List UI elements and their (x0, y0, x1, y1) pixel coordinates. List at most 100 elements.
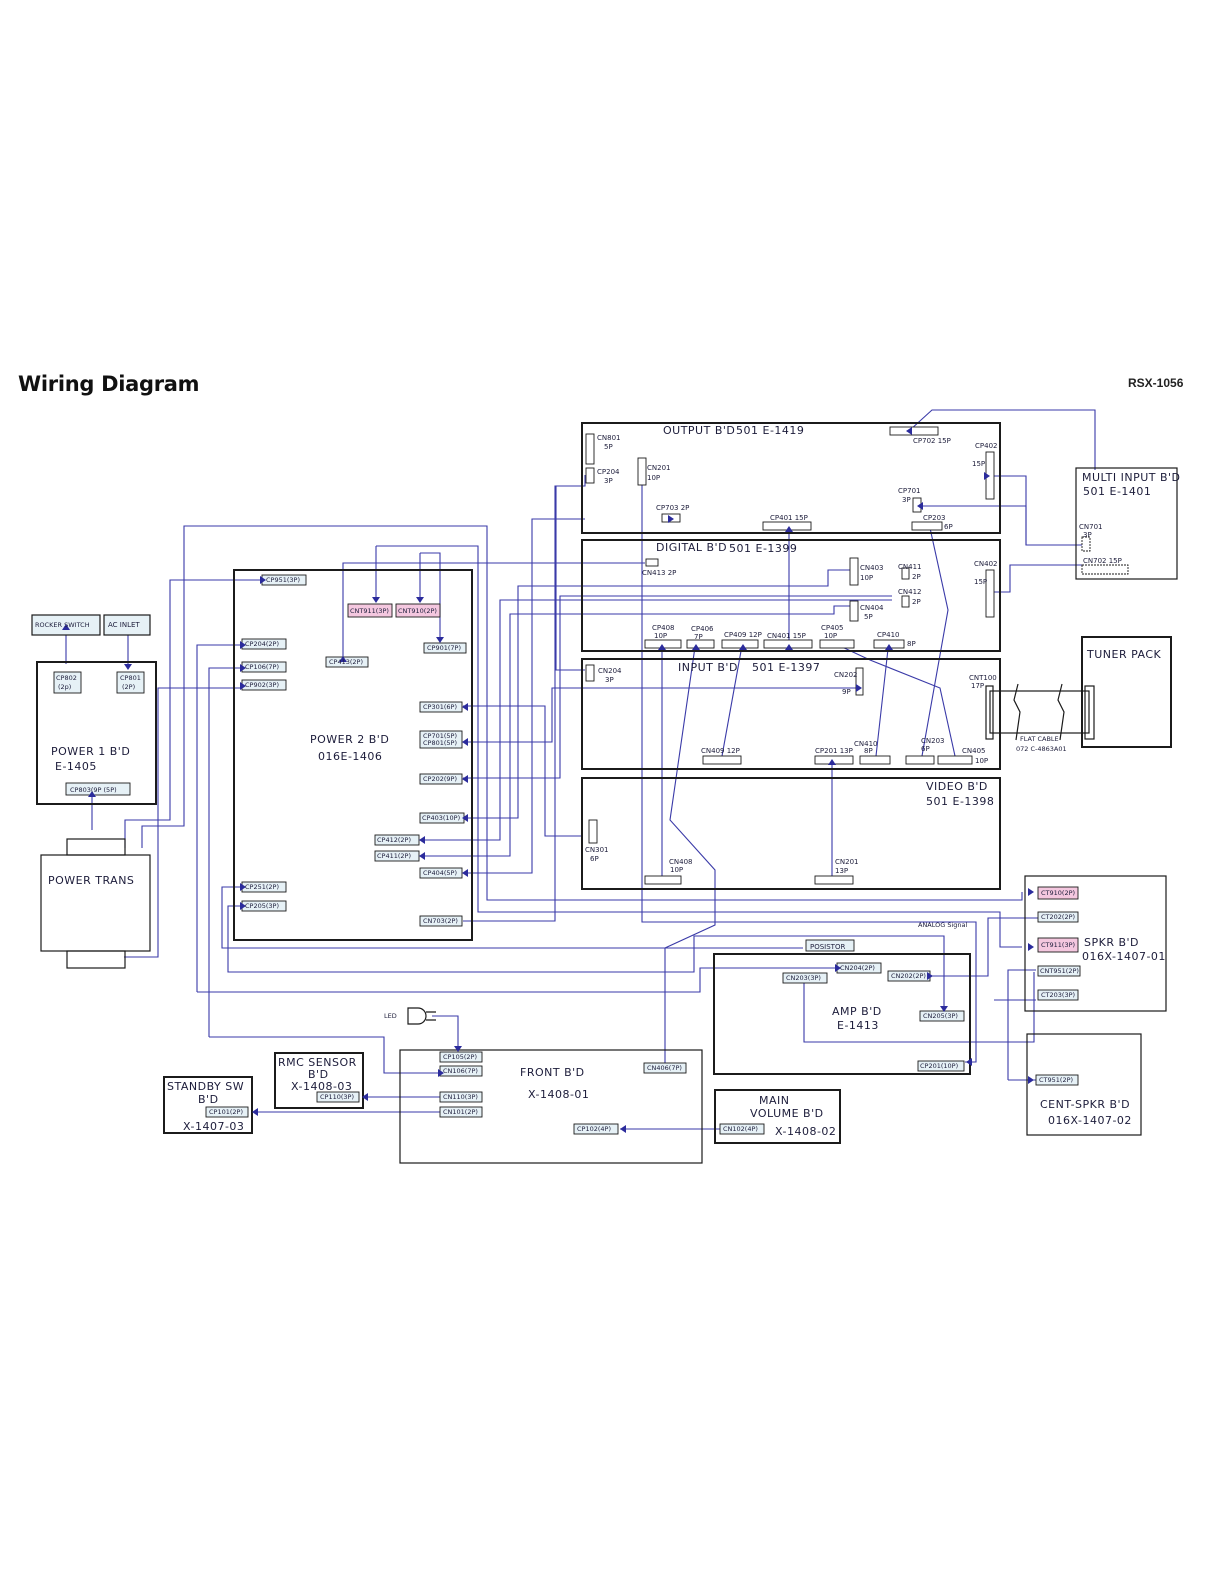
connector (573, 1123, 619, 1135)
connector-label: 2P (912, 598, 921, 606)
connector-label: 10P (654, 632, 667, 640)
connector (1037, 965, 1081, 977)
connector-label: CP204 (597, 468, 620, 476)
connector-label: CNT911(3P) (350, 607, 389, 615)
connector (316, 1091, 360, 1103)
connector (1037, 911, 1079, 923)
connector-label: 10P (670, 866, 683, 874)
connector-label: CP106(7P) (245, 663, 279, 671)
wire (420, 599, 892, 841)
connector-label: CN301 (585, 846, 609, 854)
rmc-name1: RMC SENSOR (278, 1056, 357, 1069)
output-board (581, 422, 1001, 534)
connector-label: CN102(4P) (723, 1125, 758, 1133)
connector (805, 939, 855, 952)
connector-label: 2P (912, 573, 921, 581)
connector-label: CP901(7P) (427, 644, 461, 652)
connector-label: CP413(2P) (329, 658, 363, 666)
connector-label: CN202 (834, 671, 858, 679)
connector-label: (2p) (58, 683, 71, 691)
multi-input-board (1075, 467, 1178, 580)
connector-label: CP404(5P) (423, 869, 457, 877)
connector (905, 755, 935, 765)
connector-label: CP902(3P) (245, 681, 279, 689)
connector-label: CN801 (597, 434, 621, 442)
connector (782, 972, 828, 984)
connector-label: 10P (824, 632, 837, 640)
flat-cable-line1: FLAT CABLE (1020, 735, 1059, 743)
video-board-name: VIDEO B'D (926, 780, 988, 793)
wire (141, 525, 1023, 901)
wire (432, 1015, 459, 1050)
connector-label: CP201 13P (815, 747, 853, 755)
connector (919, 1010, 965, 1022)
spkr-part: 016X-1407-01 (1082, 950, 1166, 963)
model-number: RSX-1056 (1128, 376, 1184, 390)
connector (814, 875, 854, 885)
power2-name: POWER 2 B'D (310, 733, 389, 746)
standby-name1: STANDBY SW (167, 1080, 244, 1093)
standby-sw-board (163, 1076, 253, 1134)
connector-label: 17P (971, 682, 984, 690)
connector-label: CP202(9P) (423, 775, 457, 783)
tuner-pack (1081, 636, 1172, 748)
connector (585, 467, 595, 484)
connector-label: CP411(2P) (377, 852, 411, 860)
connector (901, 595, 910, 608)
connector-label: CN405 (962, 747, 986, 755)
main-volume-part: X-1408-02 (775, 1125, 836, 1138)
connector-label: CN703(2P) (423, 917, 458, 925)
video-board (581, 777, 1001, 890)
input-board-part: 501 E-1397 (752, 661, 820, 674)
connector-label: CT203(3P) (1041, 991, 1075, 999)
wire (342, 562, 645, 662)
connector-label: 3P (604, 477, 613, 485)
connectors-layer (53, 426, 1129, 1135)
connector-label: CP403(10P) (422, 814, 460, 822)
connector-label: CP406 (691, 625, 714, 633)
connector (849, 600, 859, 622)
wire (124, 579, 262, 848)
wire (990, 564, 1082, 593)
labels-layer: OUTPUT B'D 501 E-1419 DIGITAL B'D 501 E-… (35, 424, 1181, 1138)
wire (803, 972, 1035, 1043)
multi-input-name: MULTI INPUT B'D (1082, 471, 1181, 484)
connector-label: CP412(2P) (377, 836, 411, 844)
connector-label: 13P (835, 867, 848, 875)
connector-label: CP401 15P (770, 514, 808, 522)
connector-label: 8P (907, 640, 916, 648)
amp-board (713, 953, 971, 1075)
connector-label: CP801(5P) (423, 739, 457, 747)
wire (909, 409, 1096, 470)
wire (463, 687, 860, 743)
led-label: LED (384, 1012, 397, 1020)
wire (875, 639, 890, 757)
connector-label: CP105(2P) (443, 1053, 477, 1061)
connector-label: CN202(2P) (891, 972, 926, 980)
connector-label: CN410 (854, 740, 878, 748)
main-volume-name1: MAIN (759, 1094, 790, 1107)
connector-label: CP701(5P) (423, 732, 457, 740)
front-board (399, 1049, 703, 1164)
connector-label: CP204(2P) (245, 640, 279, 648)
front-name: FRONT B'D (520, 1066, 585, 1079)
connector (1035, 1074, 1079, 1086)
wire (463, 705, 582, 837)
connector (911, 521, 943, 531)
connector-label: CT911(3P) (1041, 941, 1075, 949)
connector-label: CP802 (56, 674, 77, 682)
connector-label: 15P (972, 460, 985, 468)
connector (1081, 564, 1129, 575)
connector-label: CP801 (120, 674, 141, 682)
connector-label: 10P (975, 757, 988, 765)
connector (585, 664, 595, 682)
connector (1037, 937, 1079, 953)
standby-part: X-1407-03 (183, 1120, 244, 1133)
connector-label: CT910(2P) (1041, 889, 1075, 897)
wire (839, 645, 956, 757)
connector (937, 755, 973, 765)
connector-label: CN203(3P) (786, 974, 821, 982)
wire (641, 476, 977, 1063)
connector-label: CN402 (974, 560, 998, 568)
